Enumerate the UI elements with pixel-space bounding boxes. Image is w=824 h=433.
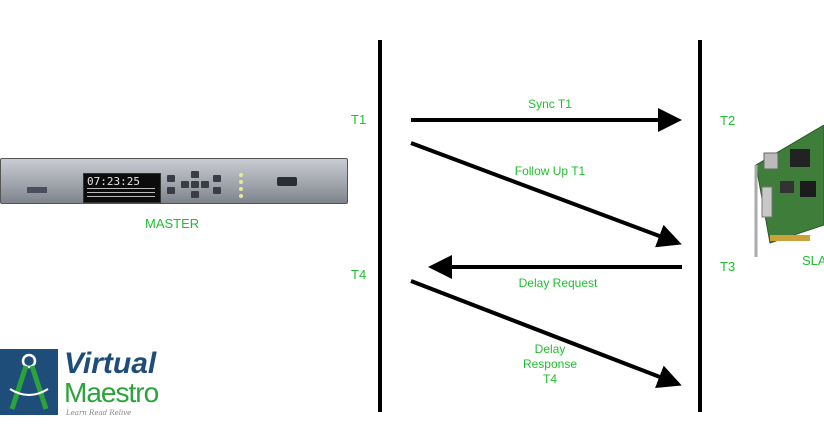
logo-line-1: Virtual — [64, 347, 157, 380]
follow-up-message-label: Follow Up T1 — [514, 164, 586, 178]
logo-line-2: Maestro — [64, 377, 159, 408]
logo-tagline: Learn Read Relive — [66, 409, 132, 417]
t1-label: T1 — [351, 112, 367, 127]
delay-response-message-label: Delay Response T4 — [510, 342, 590, 387]
slave-label: SLAVE — [802, 253, 824, 268]
delay-response-arrow — [410, 279, 682, 388]
compass-icon — [0, 349, 58, 415]
follow-up-arrow — [410, 141, 682, 248]
sync-message-label: Sync T1 — [528, 97, 572, 111]
t3-label: T3 — [720, 259, 736, 274]
delay-response-line-3: T4 — [542, 372, 557, 386]
t2-label: T2 — [720, 113, 736, 128]
master-device-screen: 07:23:25 — [83, 173, 161, 203]
delay-response-line-1: Delay — [534, 342, 566, 356]
master-device-time: 07:23:25 — [87, 175, 140, 188]
master-label: MASTER — [145, 216, 200, 231]
delay-response-line-2: Response — [522, 357, 578, 371]
delay-request-message-label: Delay Request — [518, 276, 598, 290]
master-device-image: 07:23:25 — [0, 152, 350, 210]
t4-label: T4 — [351, 267, 367, 282]
slave-card-image — [750, 125, 824, 260]
virtual-maestro-logo: Virtual Maestro Learn Read Relive — [0, 345, 180, 420]
